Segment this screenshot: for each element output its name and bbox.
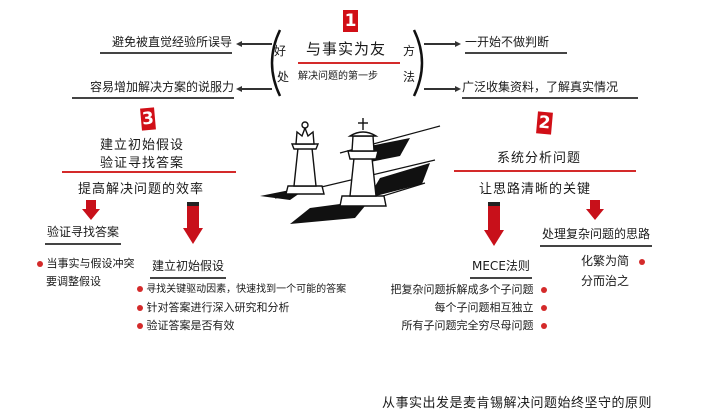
bullet-text: 要调整假设 [46,275,101,288]
benefit-connector-1 [241,43,272,45]
bullet-item: 分而治之 [581,273,629,290]
section-3-subtitle: 提高解决问题的效率 [78,182,205,197]
build-hypothesis-heading: 建立初始假设 [150,257,227,279]
bullet-text: 针对答案进行深入研究和分析 [146,301,290,314]
section-2-subtitle: 让思路清晰的关键 [479,182,592,197]
arrow-left-icon [236,41,242,47]
red-down-arrow-icon [183,202,203,244]
bullet-dot [541,287,547,293]
bullet-text: 当事实与假设冲突 [46,257,135,270]
left-bracket-icon [270,29,282,97]
bullet-dot [137,286,143,292]
bullet-item: 验证答案是否有效 [137,317,235,334]
red-down-arrow-icon [484,202,504,246]
benefit-item-2: 容易增加解决方案的说服力 [72,78,234,99]
section-2-divider [454,170,636,172]
verify-answer-heading: 验证寻找答案 [45,223,122,245]
bullet-dot [137,305,143,311]
bullet-dot [638,258,645,265]
benefits-label-1: 好 [274,44,287,58]
arrow-left-icon [236,86,242,92]
bullet-dot [137,323,143,329]
bullet-text: 验证答案是否有效 [146,319,235,332]
bullet-text: 所有子问题完全穷尽母问题 [401,319,534,332]
bullet-text: 分而治之 [581,274,630,288]
method-item-2: 广泛收集资料，了解真实情况 [462,78,638,99]
bullet-text: 每个子问题相互独立 [434,301,534,314]
bullet-item-continued: 要调整假设 [46,273,101,290]
red-down-arrow-icon [586,200,604,220]
method-connector-2 [424,88,455,90]
section-1-number-badge: 1 [343,10,358,32]
bullet-item: 针对答案进行深入研究和分析 [137,299,290,316]
bullet-text: 化繁为简 [581,254,630,268]
bullet-item: 寻找关键驱动因素，快速找到一个可能的答案 [137,281,346,298]
benefit-item-1: 避免被直觉经验所误导 [100,33,232,54]
mece-heading: MECE法则 [470,257,532,279]
method-item-1: 一开始不做判断 [465,33,567,54]
bullet-item: 所有子问题完全穷尽母问题 [401,317,547,334]
section-1-divider [298,62,400,64]
complex-problem-heading: 处理复杂问题的思路 [540,225,653,247]
section-3-number-badge: 3 [140,107,156,131]
bullet-item: 把复杂问题拆解成多个子问题 [390,281,547,298]
bullet-item: 每个子问题相互独立 [434,299,547,316]
benefits-label-2: 处 [277,70,290,84]
footer-caption: 从事实出发是麦肯锡解决问题始终坚守的原则 [382,396,653,411]
section-3-title-line-2: 验证寻找答案 [100,156,185,171]
section-1-title: 与事实为友 [306,40,387,58]
methods-label-2: 法 [403,70,416,84]
right-bracket-icon [412,29,424,97]
section-3-title-line-1: 建立初始假设 [100,138,185,153]
red-down-arrow-icon [82,200,100,220]
benefit-connector-2 [241,88,272,90]
section-2-number-badge: 2 [536,111,553,135]
section-3-divider [62,171,236,173]
bullet-item: 当事实与假设冲突 [37,255,135,272]
bullet-dot [541,305,547,311]
arrow-right-icon [455,41,461,47]
bullet-text: 把复杂问题拆解成多个子问题 [390,283,534,296]
method-connector-1 [424,43,455,45]
section-2-title: 系统分析问题 [497,151,582,166]
chess-king-queen-board-icon [260,118,441,224]
section-1-subtitle: 解决问题的第一步 [298,71,378,82]
bullet-text: 寻找关键驱动因素，快速找到一个可能的答案 [146,284,347,295]
methods-label-1: 方 [403,44,416,58]
bullet-item: 化繁为简 [581,253,645,270]
bullet-dot [37,261,43,267]
bullet-dot [541,323,547,329]
arrow-right-icon [455,86,461,92]
